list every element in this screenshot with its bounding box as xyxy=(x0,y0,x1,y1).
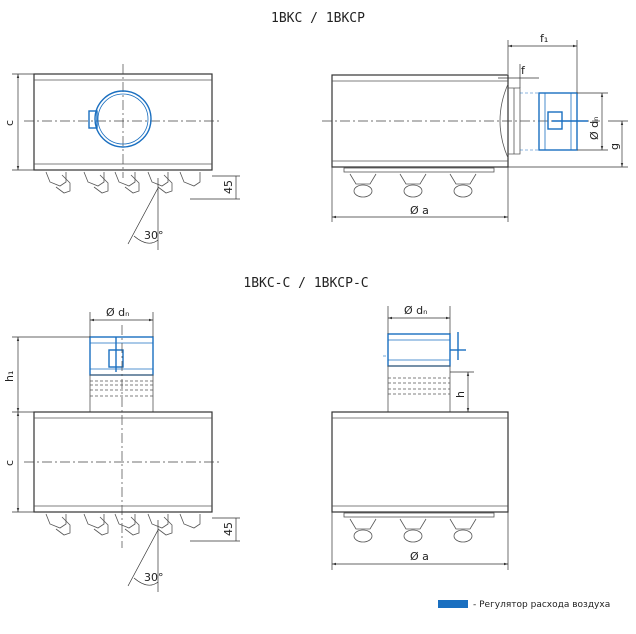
dim-g: g xyxy=(608,143,621,150)
dim-dn-bottom-left: Ø dₙ xyxy=(106,306,130,319)
view-front-bottom: Ø dₙ h₁ c 45 30° xyxy=(3,306,240,592)
dim-h: h xyxy=(454,391,467,398)
dim-h1: h₁ xyxy=(3,371,16,382)
dim-45-bottom: 45 xyxy=(222,522,235,536)
dim-f: f xyxy=(521,64,526,77)
view-front-top: c 45 30° xyxy=(3,64,240,250)
dim-a-bottom: Ø a xyxy=(410,550,429,563)
legend: - Регулятор расхода воздуха xyxy=(438,600,610,610)
legend-swatch xyxy=(438,600,468,608)
dim-f1: f₁ xyxy=(540,32,548,45)
dim-c-bottom: c xyxy=(3,460,16,466)
dim-45-top: 45 xyxy=(222,180,235,194)
title-bottom: 1BKC-C / 1BKCP-C xyxy=(243,276,368,291)
dim-a-top: Ø a xyxy=(410,204,429,217)
dim-angle-bottom: 30° xyxy=(144,571,164,584)
dim-dn-bottom-right: Ø dₙ xyxy=(404,304,428,317)
nozzle-row xyxy=(45,171,201,194)
legend-text: - Регулятор расхода воздуха xyxy=(473,600,610,610)
dim-dn-top: Ø dₙ xyxy=(588,116,601,140)
view-side-top: f₁ f Ø dₙ g Ø a xyxy=(322,32,628,222)
dim-angle-top: 30° xyxy=(144,229,164,242)
view-side-bottom: Ø dₙ h Ø a xyxy=(331,304,509,570)
title-top: 1BKC / 1BKCP xyxy=(271,11,365,26)
dim-c-top: c xyxy=(3,120,16,126)
